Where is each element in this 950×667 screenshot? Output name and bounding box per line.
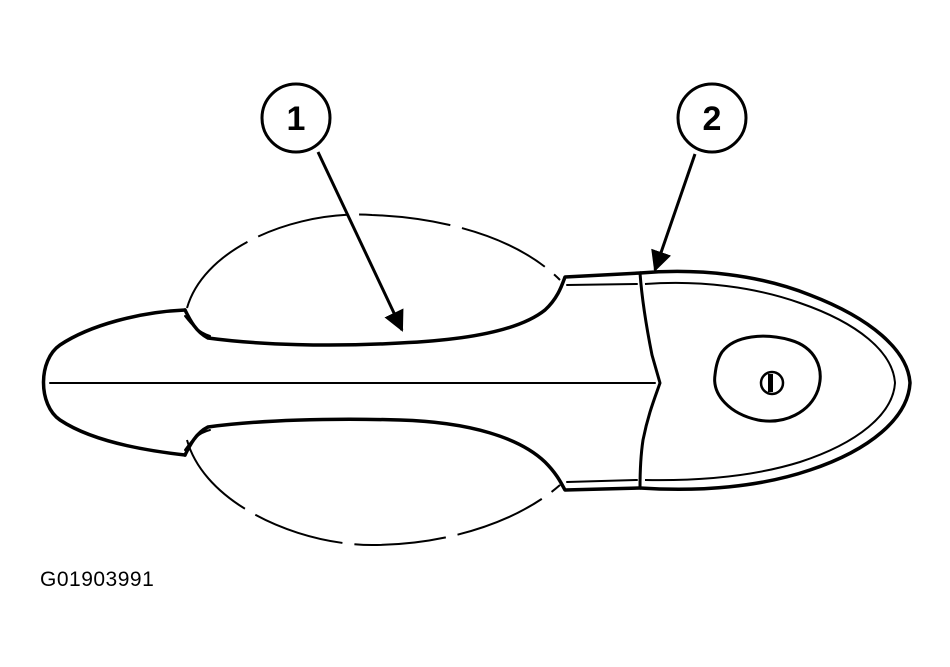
figure-id: G01903991 [40,568,155,591]
handle-recess-outline [186,213,561,547]
handle-grip [41,271,662,492]
key-cylinder-cap [639,269,912,492]
callout-2-label: 2 [703,100,722,138]
callout-2: 2 [651,82,748,272]
callout-1-label: 1 [287,100,306,138]
callout-1: 1 [260,82,404,332]
